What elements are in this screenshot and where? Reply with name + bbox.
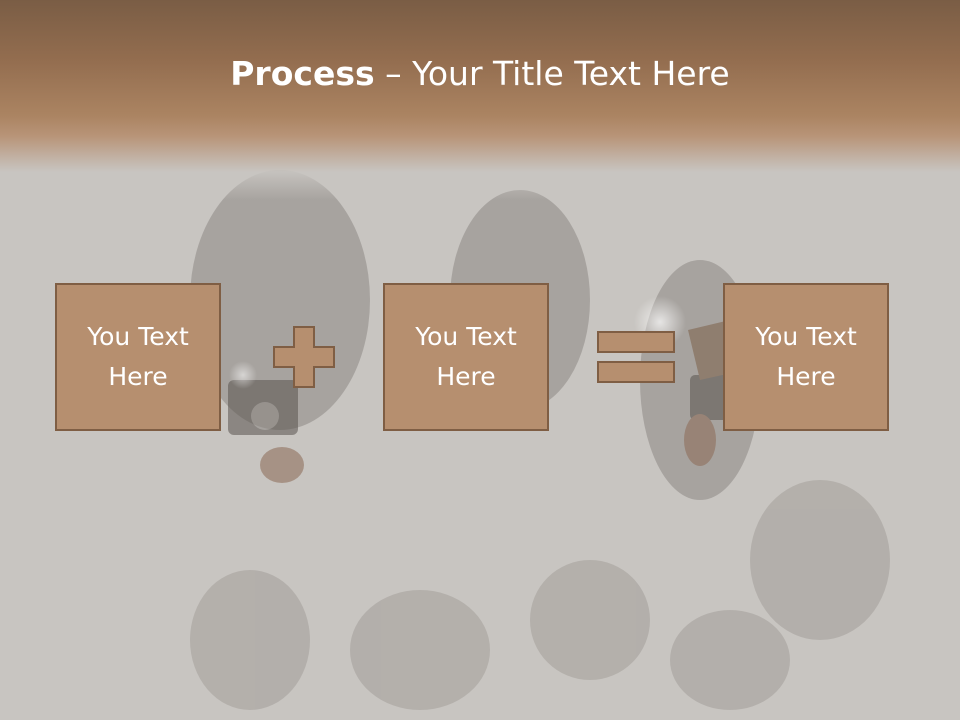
process-box-3-text: You Text Here [755, 322, 857, 391]
header-band [0, 0, 960, 200]
plus-icon [273, 326, 335, 388]
title-separator: – [374, 54, 413, 93]
process-box-3[interactable]: You Text Here [723, 283, 889, 431]
equals-icon [597, 331, 675, 383]
process-box-2-text: You Text Here [415, 322, 517, 391]
process-box-2[interactable]: You Text Here [383, 283, 549, 431]
process-box-1[interactable]: You Text Here [55, 283, 221, 431]
title-rest: Your Title Text Here [412, 54, 730, 93]
process-box-1-text: You Text Here [87, 322, 189, 391]
slide-title: Process – Your Title Text Here [0, 52, 960, 96]
title-bold: Process [230, 54, 375, 93]
